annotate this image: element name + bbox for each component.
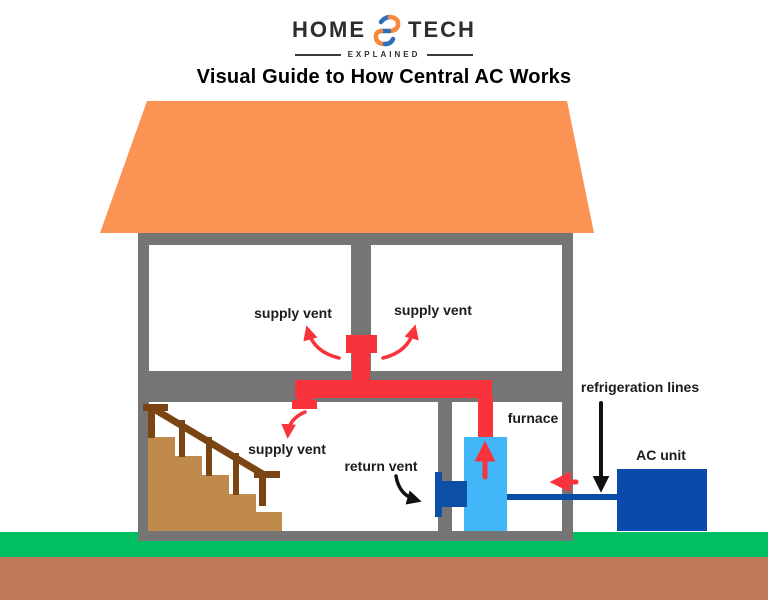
logo-tagline: EXPLAINED [294,50,474,59]
duct-upstairs-riser [352,352,370,382]
duct-main-trunk [295,380,492,398]
airflow-arrow-down-left [281,410,307,439]
label-furnace: furnace [507,410,559,426]
supply-register-downstairs [292,400,317,409]
handrail-baluster [206,437,212,476]
logo-home-text: HOME [292,17,367,42]
duct-furnace-riser [478,398,493,438]
airflow-arrow-up-right [381,324,419,360]
return-vent-pointer-arrow [394,474,422,505]
hometech-logo: HOME TECH [292,13,476,47]
tagline-left-rule [294,53,341,56]
airflow-arrow-up-left [303,325,341,360]
logo-tech-text: TECH [408,17,476,42]
roof [100,101,594,233]
label-ac-unit: AC unit [636,447,686,463]
label-return-vent: return vent [344,458,418,474]
supply-register-upstairs [346,335,377,353]
supply-ductwork [292,335,493,438]
ground-soil [0,557,768,600]
return-vent-duct [442,481,467,507]
label-supply-vent-upper-right: supply vent [394,302,472,318]
stair-handrail [143,404,280,506]
label-supply-vent-upper-left: supply vent [254,305,332,321]
label-supply-vent-lower: supply vent [248,441,326,457]
tagline-right-rule [427,53,474,56]
label-refrigeration-lines: refrigeration lines [580,379,700,395]
return-vent-grille [435,472,442,517]
handrail-baluster [179,420,185,457]
logo-s-swoosh-icon [373,14,401,47]
handrail-end-post [259,478,266,506]
header: HOME TECH EXPLAINED Visual Guide to How … [0,13,768,89]
refrigeration-line [507,494,618,500]
page-title: Visual Guide to How Central AC Works [196,66,572,88]
room-upstairs-left [149,245,351,371]
handrail-baluster [233,453,239,495]
staircase [148,437,282,531]
ac-unit-box [617,469,707,531]
handrail-end-cap [254,471,280,478]
handrail-top-post [148,411,155,438]
tagline-text: EXPLAINED [347,50,421,59]
